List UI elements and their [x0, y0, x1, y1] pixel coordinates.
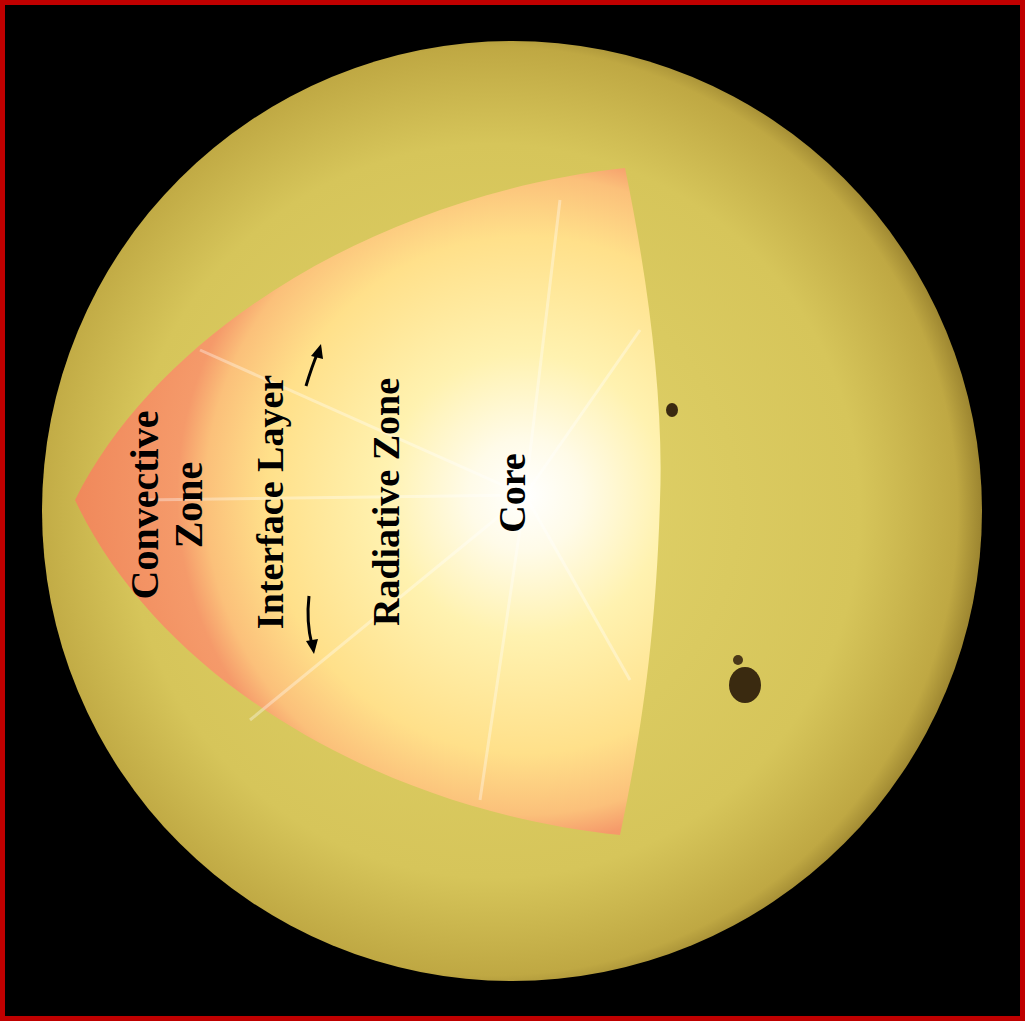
zone-label: Convective Zone: [123, 365, 211, 645]
light-rays: [140, 200, 640, 800]
cutaway-wedge: [75, 168, 661, 835]
layer-label: Interface Layer: [248, 292, 292, 712]
sunspot: [666, 403, 678, 417]
sunspot: [729, 667, 761, 703]
core-label: Core: [490, 343, 534, 643]
zone-label: Radiative Zone: [364, 292, 408, 712]
arrowhead: [306, 639, 318, 654]
arrowhead: [311, 344, 323, 359]
sun-disk: [42, 41, 982, 981]
interface-arrows: [306, 352, 318, 645]
sunspot: [733, 655, 743, 665]
frame: [3, 3, 1023, 1019]
